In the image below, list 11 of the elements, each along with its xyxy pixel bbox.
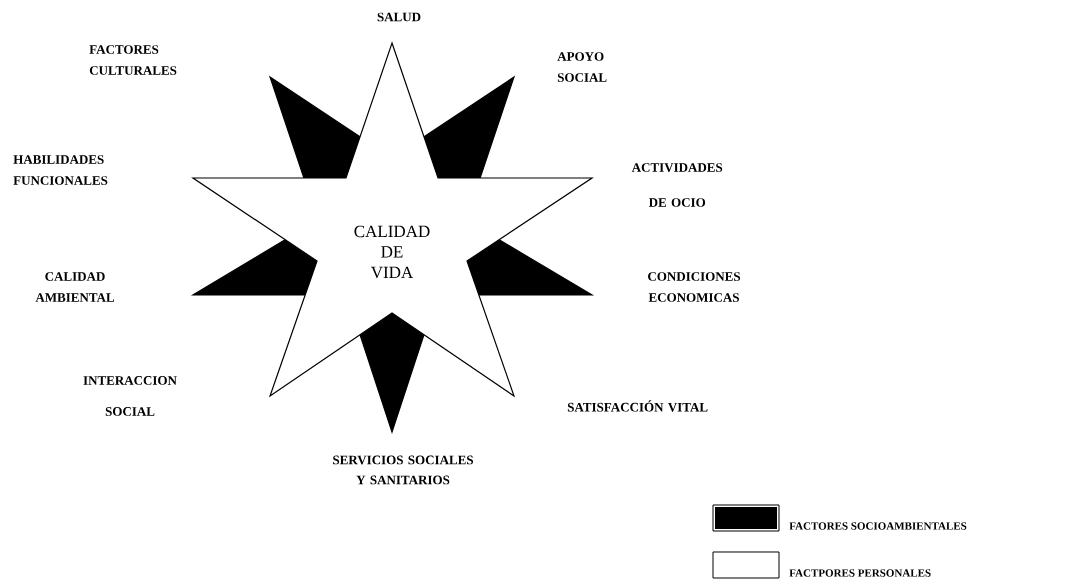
label-text: CONDICIONES ECONOMICAS bbox=[648, 272, 741, 302]
legend-label: FACTORES SOCIOAMBIENTALES bbox=[789, 522, 967, 530]
label-text: INTERACCION SOCIAL bbox=[83, 376, 177, 416]
label-text: CALIDAD AMBIENTAL bbox=[35, 272, 115, 302]
label-text: SALUD bbox=[377, 12, 421, 22]
legend-label: FACTPORES PERSONALES bbox=[789, 569, 931, 577]
label-text: FACTORES CULTURALES bbox=[89, 45, 177, 75]
label-text: SATISFACCIÓN VITAL bbox=[567, 400, 708, 412]
label-text: ACTIVIDADES DE OCIO bbox=[631, 163, 723, 207]
label-text: HABILIDADES FUNCIONALES bbox=[13, 155, 108, 185]
label-text: SERVICIOS SOCIALES Y SANITARIOS bbox=[333, 455, 473, 485]
